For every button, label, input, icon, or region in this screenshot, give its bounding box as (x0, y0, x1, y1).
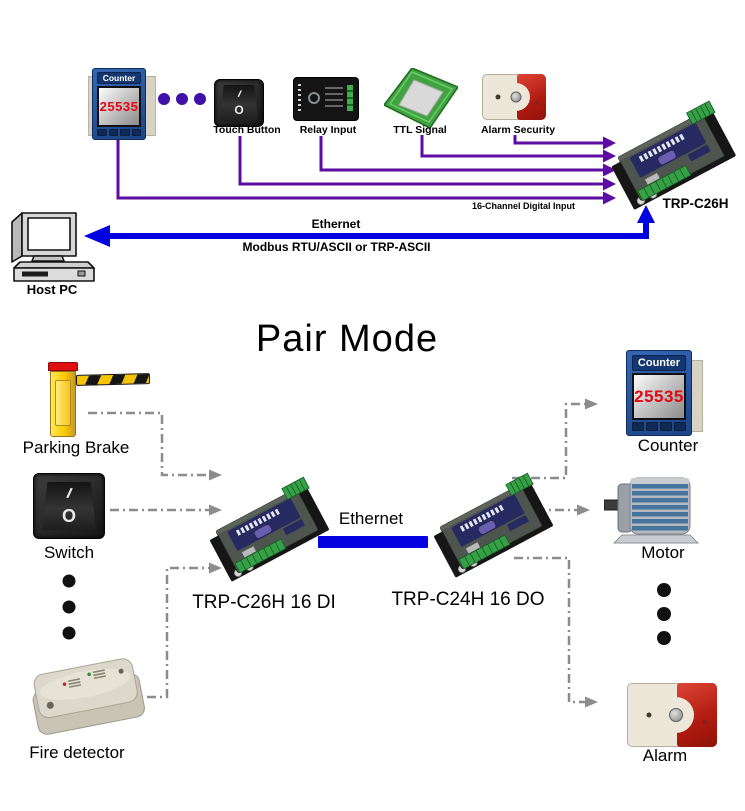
touch-button-label: Touch Button (213, 124, 281, 136)
rocker-icon: I O (42, 482, 96, 530)
counter-device-top: Counter 25535 (86, 68, 156, 140)
pair-link-arrowheads (209, 398, 598, 708)
pair-mode-title: Pair Mode (255, 318, 439, 360)
counter-buttons (97, 129, 141, 136)
trp-c24h-do-device-icon (422, 470, 554, 582)
parking-brake-label: Parking Brake (22, 438, 130, 457)
digital-input-bus-label: 16-Channel Digital Input (471, 201, 575, 211)
relay-pins (298, 84, 301, 114)
switch-off-mark: O (61, 505, 76, 526)
counter-buttons (632, 422, 686, 431)
alarm-device (627, 683, 717, 747)
host-pc-label: Host PC (26, 282, 78, 297)
ethernet-title: Ethernet (311, 217, 361, 231)
purple-arrowheads (603, 136, 616, 205)
counter-display: 25535 (632, 373, 686, 420)
parking-brake-device (48, 362, 152, 440)
trp-c24h-do-label: TRP-C24H 16 DO (391, 589, 545, 610)
alarm-security-device (482, 74, 546, 120)
barrier-post-cap (48, 362, 78, 371)
switch-label: Switch (43, 543, 95, 562)
relay-input-label: Relay Input (299, 124, 357, 136)
relay-terminals (347, 85, 353, 111)
more-devices-dots-top (158, 93, 206, 105)
alarm-security-label: Alarm Security (480, 124, 556, 136)
siren-led (646, 712, 652, 718)
purple-signal-lines (116, 135, 603, 200)
siren-led2 (534, 100, 539, 105)
barrier-post (50, 371, 76, 437)
switch-off-mark: O (234, 103, 244, 118)
counter-display: 25535 (97, 86, 141, 127)
switch-on-mark: I (64, 485, 74, 503)
rocker-icon: I O (220, 85, 258, 121)
barrier-arm (75, 373, 151, 386)
siren-led2 (703, 719, 708, 724)
switch-on-mark: I (236, 88, 242, 100)
counter-bezel: Counter 25535 (626, 350, 692, 436)
counter-device-pair: Counter 25535 (620, 350, 703, 436)
ethernet-arrowheads (84, 205, 655, 247)
host-pc-icon (11, 212, 95, 282)
fire-detector-icon (32, 658, 145, 735)
ttl-chip-icon (384, 68, 458, 128)
motor-icon (604, 477, 700, 544)
trp-c26h-di-label: TRP-C26H 16 DI (192, 592, 336, 613)
switch-device: I O (33, 473, 105, 539)
trp-c26h-di-device-icon (198, 474, 330, 586)
motor-label: Motor (641, 543, 685, 562)
pair-ethernet-bar (318, 536, 428, 548)
more-devices-dots-right (657, 583, 671, 645)
trp-c26h-label: TRP-C26H (662, 196, 729, 211)
siren-screw (668, 708, 683, 722)
pair-ethernet-label: Ethernet (338, 509, 404, 528)
ttl-signal-label: TTL Signal (393, 124, 447, 136)
siren-led (495, 94, 501, 100)
counter-title: Counter (632, 355, 686, 371)
ethernet-line (110, 221, 649, 239)
relay-logo (308, 92, 320, 104)
counter-title: Counter (97, 72, 141, 84)
fire-detector-label: Fire detector (29, 743, 125, 762)
touch-button-device: I O (214, 79, 264, 127)
relay-markings (325, 87, 343, 111)
alarm-label: Alarm (642, 746, 688, 765)
counter-label: Counter (637, 436, 699, 455)
ethernet-protocol-label: Modbus RTU/ASCII or TRP-ASCII (242, 240, 431, 254)
siren-screw (510, 91, 522, 103)
more-devices-dots-left (62, 574, 76, 640)
counter-bezel: Counter 25535 (92, 68, 146, 140)
relay-input-device (293, 77, 359, 121)
